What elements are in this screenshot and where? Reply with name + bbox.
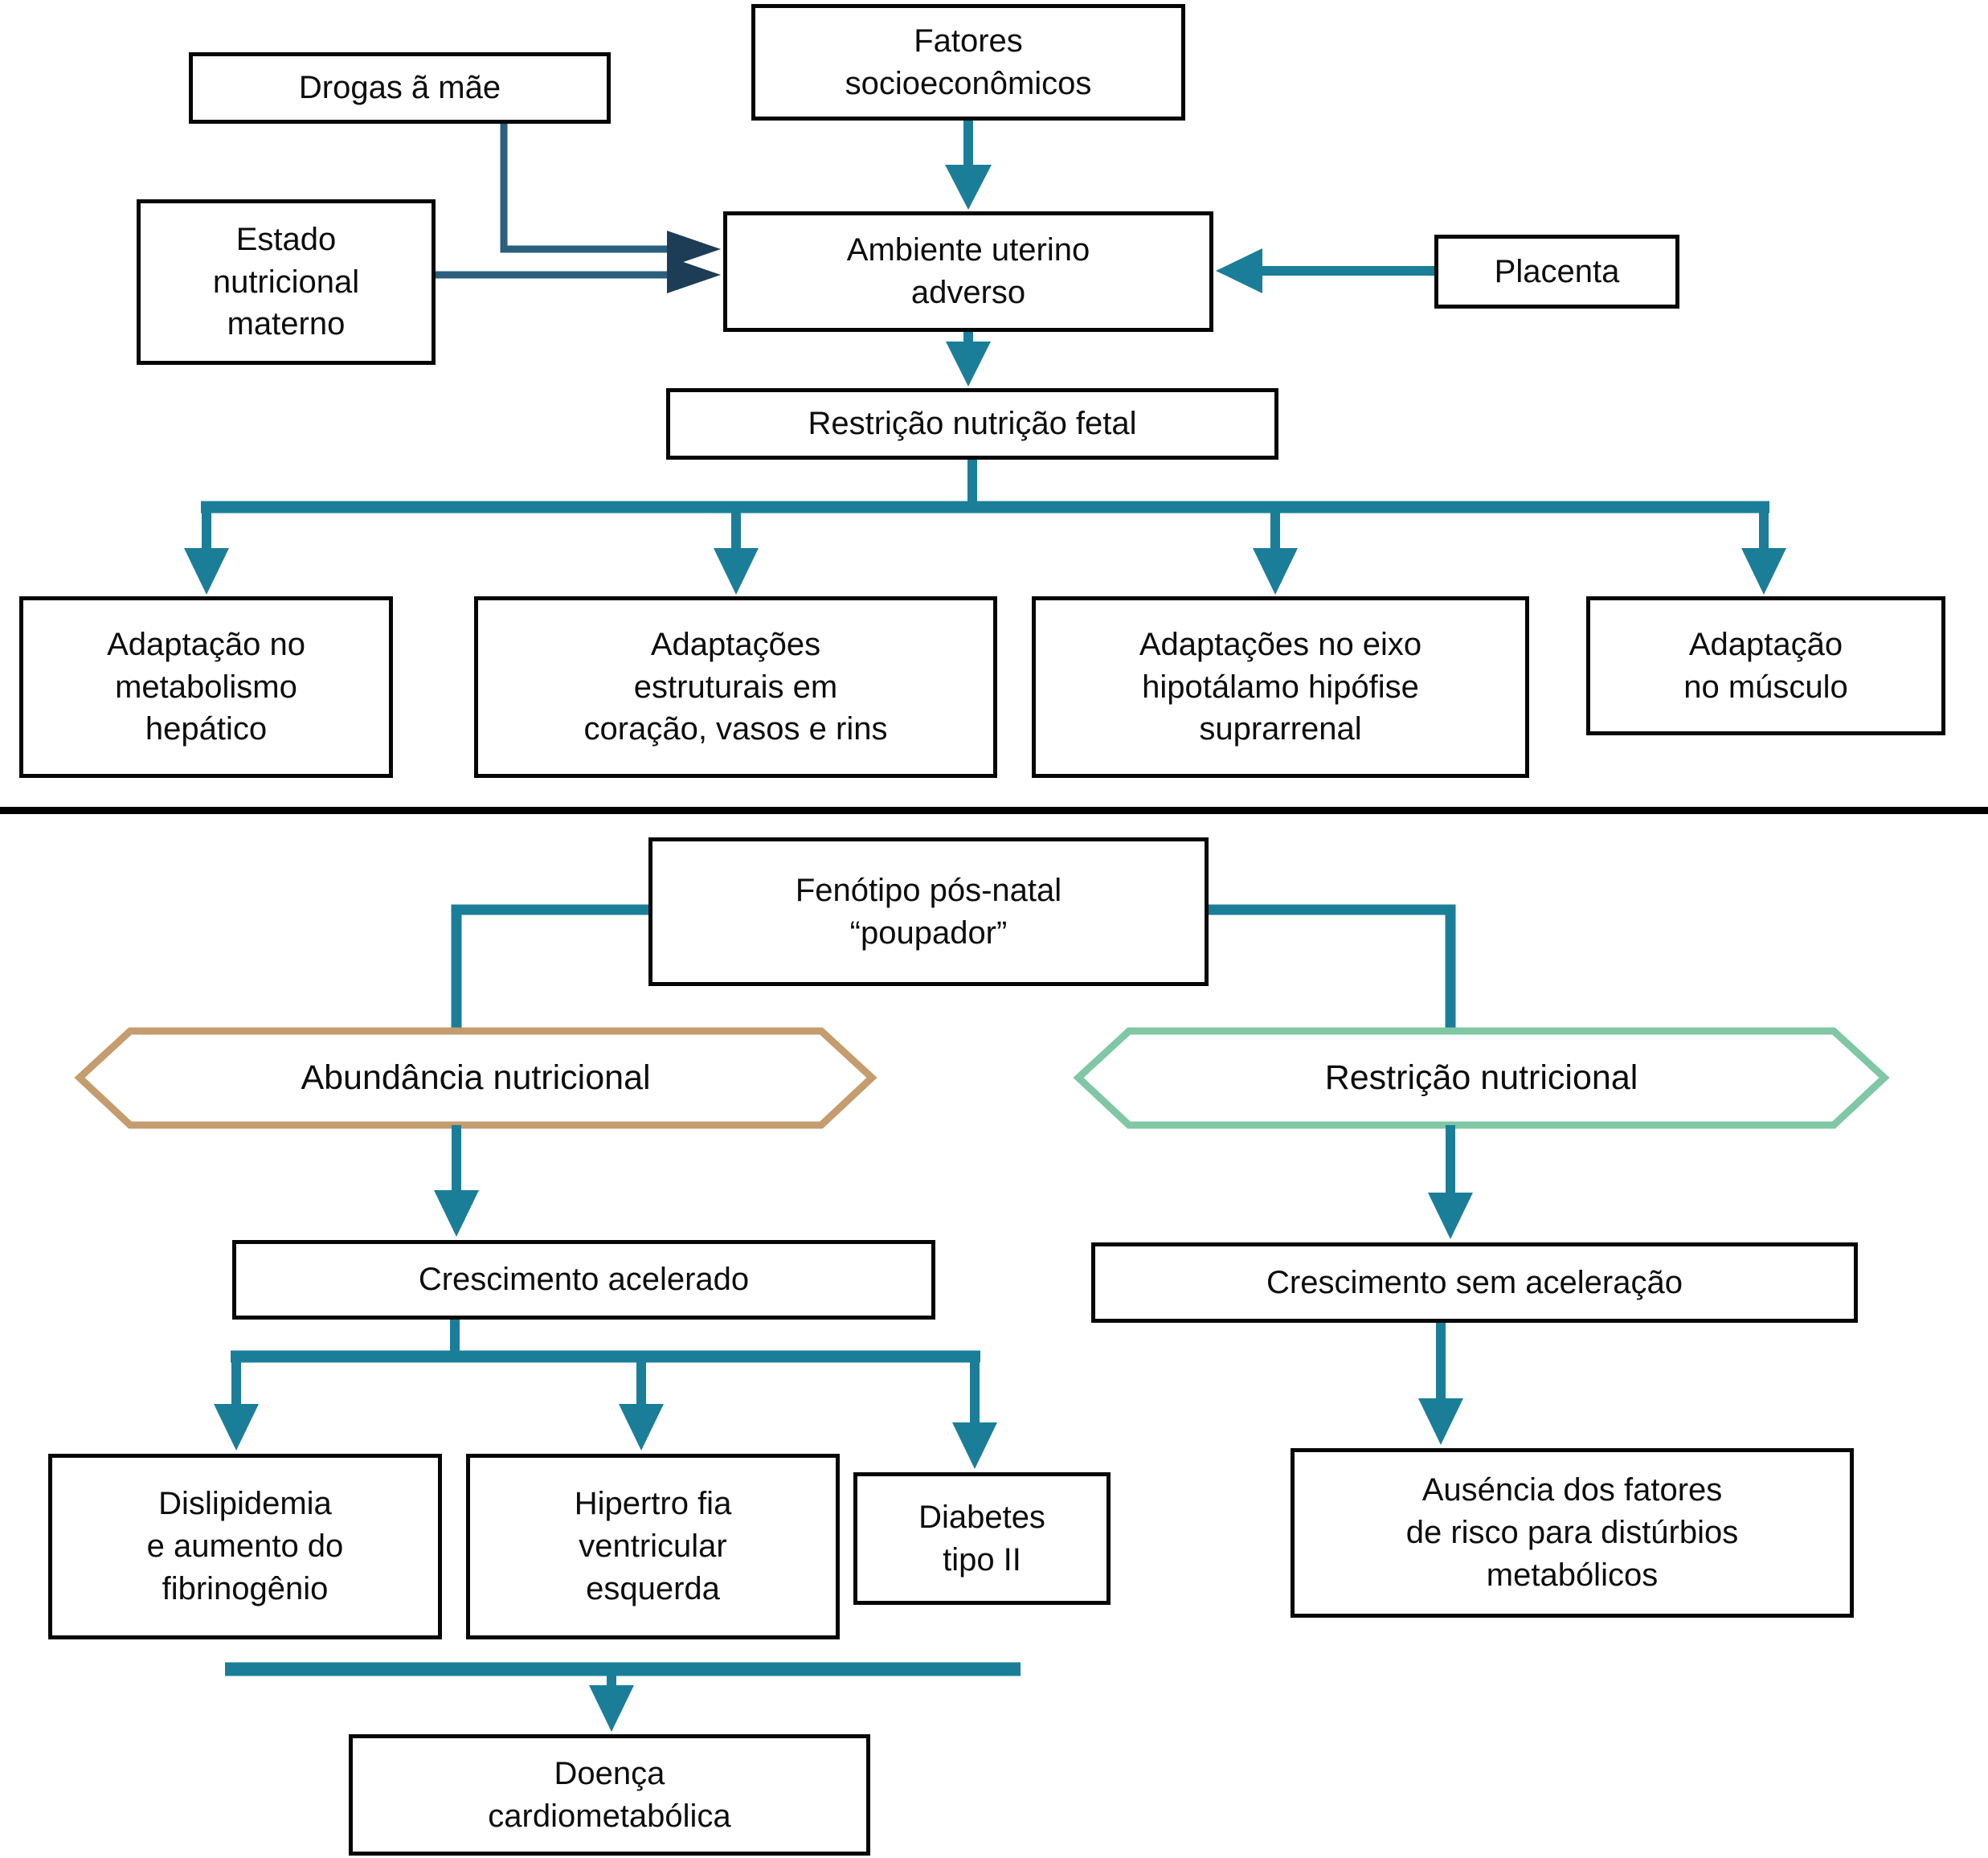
node-adaptacoes-eixo-hipotalamo: Adaptações no eixo hipotálamo hipófise s…: [1032, 596, 1529, 778]
collector-to-doenca: [225, 1662, 1021, 1732]
hexagon-abundancia-nutricional: Abundância nutricional: [301, 1058, 651, 1097]
node-crescimento-acelerado: Crescimento acelerado: [232, 1240, 935, 1320]
node-adaptacao-metabolismo-hepatico: Adaptação no metabolismo hepático: [19, 596, 393, 778]
arrow-crescimento-sem-to-ausencia: [1418, 1323, 1463, 1445]
node-ausencia-fatores-risco: Auséncia dos fatores de risco para distú…: [1291, 1448, 1854, 1618]
node-drogas-a-mae: Drogas ã mãe: [189, 52, 611, 124]
node-restricao-nutricao-fetal: Restrição nutrição fetal: [666, 388, 1278, 460]
node-estado-nutricional-materno: Estado nutricional materno: [137, 199, 436, 365]
node-placenta: Placenta: [1434, 235, 1679, 309]
node-adaptacao-musculo: Adaptação no músculo: [1586, 596, 1945, 735]
node-fenotipo-pos-natal: Fenótipo pós-natal “poupador”: [648, 837, 1209, 986]
node-ambiente-uterino-adverso: Ambiente uterino adverso: [723, 211, 1213, 332]
line-fenotipo-to-restricao-nutricional: [1209, 904, 1456, 1029]
section-divider: [0, 807, 1988, 814]
hexagon-abundancia-shape: [74, 1027, 877, 1129]
arrow-placenta-to-ambiente: [1216, 248, 1434, 293]
hexagon-restricao-nutricional: Restrição nutricional: [1324, 1058, 1638, 1097]
tree-crescimento-to-outcomes: [214, 1320, 997, 1469]
arrow-fatores-to-ambiente: [945, 121, 992, 210]
node-dislipidemia-fibrinogenio: Dislipidemia e aumento do fibrinogênio: [48, 1454, 442, 1639]
arrow-estado-to-ambiente: [436, 256, 721, 293]
line-fenotipo-to-abundancia: [451, 904, 648, 1029]
node-hipertrofia-ventricular: Hipertro fia ventricular esquerda: [466, 1454, 840, 1639]
node-doenca-cardiometabolica: Doença cardiometabólica: [349, 1734, 870, 1856]
hexagon-restricao-shape: [1073, 1027, 1890, 1129]
node-adaptacoes-estruturais: Adaptações estruturais em coração, vasos…: [474, 596, 997, 778]
arrow-ambiente-to-restricao: [946, 332, 991, 387]
node-fatores-socioeconomicos: Fatores socioeconômicos: [751, 4, 1185, 121]
arrow-abundancia-to-crescimento: [434, 1125, 479, 1237]
node-diabetes-tipo-2: Diabetes tipo II: [853, 1472, 1111, 1605]
arrow-drogas-to-ambiente: [500, 123, 721, 268]
node-crescimento-sem-aceleracao: Crescimento sem aceleração: [1091, 1242, 1858, 1323]
tree-restricao-to-adaptacoes: [184, 460, 1786, 595]
arrow-restricao-to-crescimento-sem: [1428, 1125, 1473, 1239]
